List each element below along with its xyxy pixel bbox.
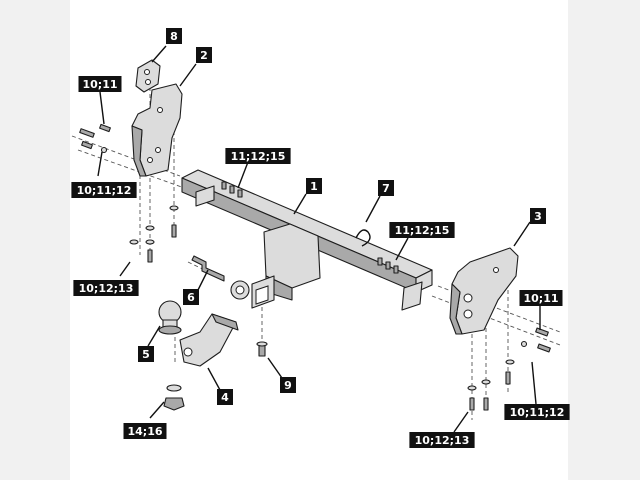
callout-hw-10-11-12-left: 10;11;12 xyxy=(71,182,137,198)
callout-hw-10-12-13-left: 10;12;13 xyxy=(73,280,139,296)
callout-box xyxy=(504,404,570,420)
callout-part-7: 7 xyxy=(378,180,394,196)
left-side-bolts xyxy=(79,123,111,154)
hitch-pin-part-6 xyxy=(191,255,225,282)
callout-box xyxy=(183,289,199,305)
callout-text: 11;12;15 xyxy=(395,224,450,237)
hitch-clip-part-7 xyxy=(355,229,371,247)
callout-hw-11-12-15-mid: 11;12;15 xyxy=(389,222,455,238)
callout-hw-11-12-15-top: 11;12;15 xyxy=(225,148,291,164)
frame-bolt-heads xyxy=(221,181,399,274)
receiver-body xyxy=(230,223,321,309)
callout-part-5: 5 xyxy=(138,346,154,362)
callout-part-1: 1 xyxy=(306,178,322,194)
callout-part-8: 8 xyxy=(166,28,182,44)
callout-text: 7 xyxy=(382,182,390,195)
callout-box xyxy=(530,208,546,224)
callout-text: 11;12;15 xyxy=(231,150,286,163)
callout-box xyxy=(306,178,322,194)
callout-box xyxy=(519,290,563,306)
callout-box xyxy=(166,28,182,44)
callout-text: 10;12;13 xyxy=(415,434,470,447)
left-margin-panel xyxy=(0,0,70,480)
callout-text: 2 xyxy=(200,49,208,62)
left-bracket-part-2 xyxy=(131,83,183,177)
callout-box xyxy=(138,346,154,362)
right-side-fasteners xyxy=(467,327,551,411)
callout-box xyxy=(196,47,212,63)
callout-part-4: 4 xyxy=(217,389,233,405)
callout-box xyxy=(409,432,475,448)
callout-box xyxy=(280,377,296,393)
callout-box xyxy=(378,180,394,196)
ball-mount-part-4 xyxy=(179,313,239,367)
callout-labels: 8 2 10;11 10;11;12 11;12;15 1 7 11;12;15 3 10;12;… xyxy=(71,28,570,448)
callout-hw-10-11-12-right: 10;11;12 xyxy=(504,404,570,420)
callout-hw-10-11-left: 10;11 xyxy=(78,76,122,92)
callout-text: 3 xyxy=(534,210,542,223)
callout-box xyxy=(389,222,455,238)
callout-text: 4 xyxy=(221,391,229,404)
callout-text: 10;11 xyxy=(82,78,117,91)
callout-hw-14-16: 14;16 xyxy=(123,423,167,439)
callout-text: 14;16 xyxy=(127,425,162,438)
bolt-part-9 xyxy=(256,341,268,357)
callout-text: 10;11;12 xyxy=(510,406,565,419)
right-bracket-part-3 xyxy=(449,247,519,335)
callout-hw-10-12-13-right: 10;12;13 xyxy=(409,432,475,448)
right-margin-panel xyxy=(568,0,640,480)
callout-text: 1 xyxy=(310,180,318,193)
ball-washer-nut xyxy=(163,384,185,411)
callout-box xyxy=(217,389,233,405)
left-lower-fasteners xyxy=(129,205,179,263)
callout-text: 10;11 xyxy=(523,292,558,305)
callout-text: 10;11;12 xyxy=(77,184,132,197)
callout-text: 8 xyxy=(170,30,178,43)
callout-part-2: 2 xyxy=(196,47,212,63)
callout-part-9: 9 xyxy=(280,377,296,393)
tow-ball-part-5 xyxy=(158,300,182,335)
callout-text: 9 xyxy=(284,379,292,392)
callout-box xyxy=(71,182,137,198)
callout-box xyxy=(225,148,291,164)
callout-text: 10;12;13 xyxy=(79,282,134,295)
callout-text: 5 xyxy=(142,348,150,361)
callout-part-3: 3 xyxy=(530,208,546,224)
callout-box xyxy=(123,423,167,439)
callout-part-6: 6 xyxy=(183,289,199,305)
callout-hw-10-11-right: 10;11 xyxy=(519,290,563,306)
callout-leader-lines xyxy=(97,45,541,433)
callout-box xyxy=(78,76,122,92)
callout-box xyxy=(73,280,139,296)
spacer-plate-part-8 xyxy=(135,59,161,93)
callout-text: 6 xyxy=(187,291,195,304)
